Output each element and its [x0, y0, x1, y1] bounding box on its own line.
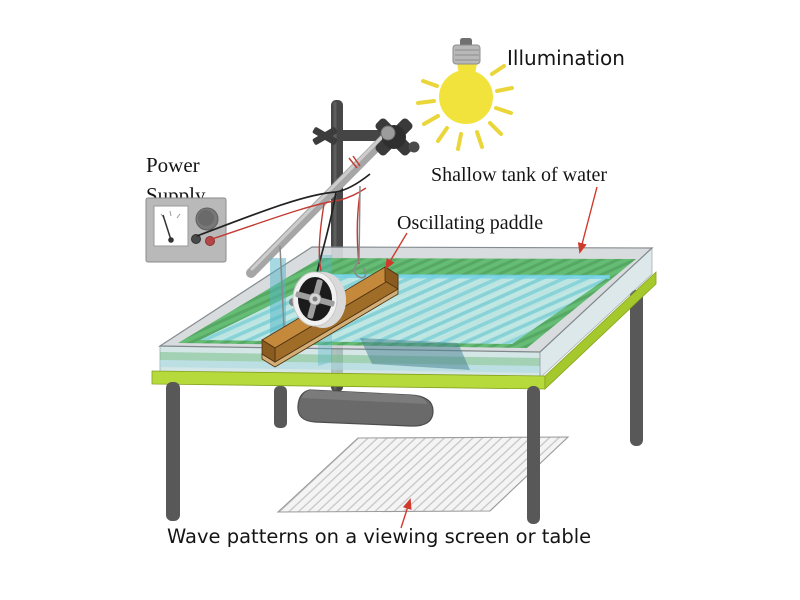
- viewing-screen-label: Wave patterns on a viewing screen or tab…: [167, 525, 591, 548]
- motor-wheel-icon: [289, 271, 346, 328]
- stand-clamp-icon: [312, 127, 338, 145]
- wire-red: [208, 187, 367, 241]
- shallow-tank-label: Shallow tank of water: [431, 164, 607, 186]
- table-leg-back-left: [274, 386, 287, 428]
- light-bulb-icon: [416, 38, 514, 151]
- bulb-rays-icon: [416, 64, 514, 151]
- base-shadow-in-water: [360, 338, 470, 370]
- suspension-wire-right: [353, 185, 367, 279]
- motor-hub-dot: [312, 296, 318, 302]
- wire-black-drop: [316, 191, 337, 274]
- paddle-left-end: [261, 339, 276, 363]
- stand-rod-highlight: [333, 102, 337, 390]
- power-knob-face: [198, 210, 214, 226]
- screen-surface: [276, 436, 570, 513]
- paddle-right-end: [384, 266, 399, 290]
- stand-arm-rod: [246, 128, 395, 278]
- water-tank: [158, 246, 654, 379]
- bulb-glass: [439, 70, 493, 124]
- bulb-screw-ridges: [455, 49, 479, 61]
- arrow-to-screen: [400, 498, 412, 529]
- table-leg-front-left: [166, 382, 180, 521]
- stand-base-top: [302, 390, 427, 404]
- table-edge: [151, 271, 657, 390]
- wire-black: [196, 173, 371, 237]
- retort-stand: [246, 100, 420, 392]
- meter-needle: [162, 214, 172, 241]
- oscillating-paddle-label: Oscillating paddle: [397, 212, 543, 234]
- stand-arm-rod-highlight: [250, 128, 391, 271]
- power-supply-label-line1: Power: [146, 153, 200, 177]
- power-supply-unit: [145, 197, 227, 263]
- viewing-screen: [276, 436, 570, 513]
- boss-head-icon: [375, 118, 420, 156]
- arrow-to-paddle: [384, 232, 408, 270]
- meter-pivot: [168, 237, 174, 243]
- terminal-black: [191, 234, 201, 244]
- illumination-label: Illumination: [507, 46, 625, 70]
- table-leg-front-right: [527, 386, 540, 524]
- wire-tie: [348, 155, 361, 169]
- arrow-to-tank: [577, 186, 598, 254]
- terminal-red: [205, 236, 215, 246]
- wire-red-drop-left: [318, 203, 325, 272]
- table-edge-front-right: [544, 271, 657, 390]
- clamp-arm: [337, 130, 397, 141]
- wall-water-band-blue: [160, 360, 540, 373]
- table-leg-back-right: [630, 290, 643, 446]
